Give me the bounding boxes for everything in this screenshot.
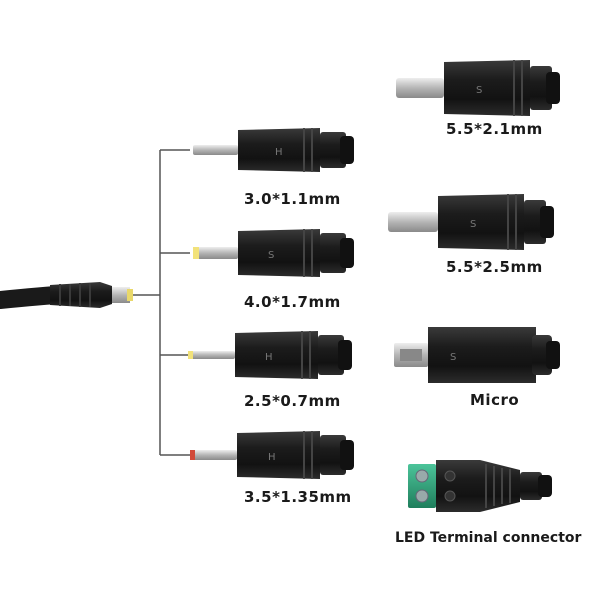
- svg-text:S: S: [450, 352, 456, 363]
- svg-text:S: S: [476, 85, 482, 96]
- adapter-led-terminal: [408, 460, 552, 512]
- adapter-micro: S: [394, 327, 560, 383]
- label-micro: Micro: [470, 391, 520, 409]
- adapter-5-5-2-1: S: [396, 60, 560, 116]
- svg-text:S: S: [470, 219, 476, 230]
- adapter-3-0-1-1: H: [193, 128, 354, 172]
- adapter-4-0-1-7: S: [193, 229, 354, 277]
- label-3-5-1-35: 3.5*1.35mm: [244, 488, 352, 506]
- adapter-3-5-1-35: H: [190, 431, 354, 479]
- svg-text:H: H: [268, 452, 276, 463]
- source-cable: [0, 282, 133, 309]
- label-5-5-2-1: 5.5*2.1mm: [446, 120, 543, 138]
- label-led-terminal: LED Terminal connector: [395, 530, 582, 546]
- label-2-5-0-7: 2.5*0.7mm: [244, 392, 341, 410]
- svg-text:S: S: [268, 250, 274, 261]
- svg-text:H: H: [265, 352, 273, 363]
- label-3-0-1-1: 3.0*1.1mm: [244, 190, 341, 208]
- label-5-5-2-5: 5.5*2.5mm: [446, 258, 543, 276]
- svg-text:H: H: [275, 147, 283, 158]
- adapter-2-5-0-7: H: [188, 331, 352, 379]
- branch-wires: [133, 149, 190, 456]
- adapter-5-5-2-5: S: [388, 194, 554, 250]
- label-4-0-1-7: 4.0*1.7mm: [244, 293, 341, 311]
